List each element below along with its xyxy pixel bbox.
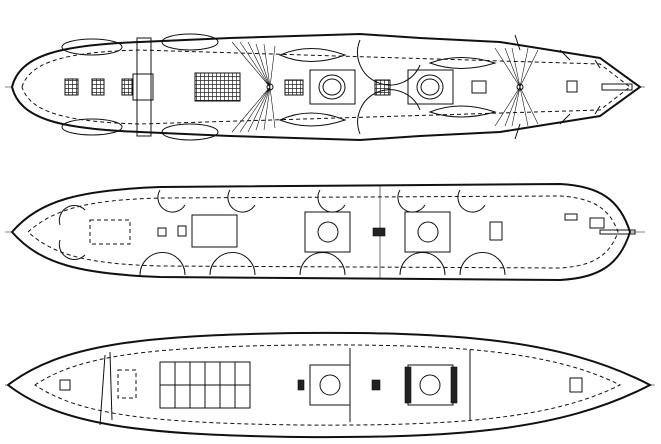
- inner-line: [27, 195, 619, 269]
- bunker: [117, 369, 137, 399]
- magazine: [309, 364, 351, 406]
- bitts: [564, 213, 578, 221]
- grating: [194, 72, 241, 102]
- turret-base: [304, 211, 351, 253]
- casing: [191, 214, 238, 248]
- sponson: [357, 89, 421, 135]
- hull-outline: [10, 32, 642, 142]
- lower-deck-plan: [5, 331, 655, 439]
- casing: [89, 219, 131, 245]
- boilers: [159, 361, 251, 409]
- inner-rail: [21, 49, 631, 125]
- skylight: [91, 78, 105, 96]
- boat: [428, 105, 497, 118]
- bridge: [136, 37, 152, 137]
- fitting: [157, 227, 167, 237]
- fitting: [371, 379, 381, 391]
- fitting: [177, 225, 187, 237]
- main-deck-plan: [5, 182, 645, 282]
- hatch: [471, 80, 487, 94]
- mast-shrouds: [231, 41, 276, 133]
- sponson: [357, 39, 421, 86]
- mast-shrouds: [494, 47, 539, 127]
- fitting: [569, 377, 583, 393]
- stern-post: [599, 229, 636, 235]
- upper-deck-plan: [5, 32, 645, 142]
- boat: [278, 48, 347, 62]
- gun-turret: [309, 69, 356, 105]
- boat: [161, 33, 219, 51]
- chain-locker: [489, 221, 503, 241]
- bulkhead: [99, 348, 471, 426]
- inner-line: [34, 344, 622, 426]
- boat: [61, 118, 123, 136]
- boat: [61, 38, 123, 56]
- boat: [428, 57, 497, 69]
- capstan: [372, 227, 386, 237]
- boat: [161, 123, 219, 141]
- hull-outline: [10, 182, 632, 282]
- bitts: [589, 217, 605, 229]
- mast: [516, 83, 524, 91]
- hull-outline: [6, 331, 653, 439]
- magazine: [404, 364, 458, 406]
- anchor: [514, 34, 601, 140]
- turret-base: [404, 211, 451, 253]
- deckhouse: [132, 73, 154, 101]
- bowsprit: [601, 83, 633, 91]
- fitting: [297, 379, 305, 391]
- skylight: [121, 78, 133, 96]
- boat: [278, 112, 347, 127]
- skylight: [284, 79, 304, 96]
- gun-turret: [407, 69, 454, 105]
- fitting: [59, 379, 71, 391]
- skylight: [64, 78, 79, 96]
- hatch: [566, 80, 578, 93]
- mast: [266, 83, 274, 91]
